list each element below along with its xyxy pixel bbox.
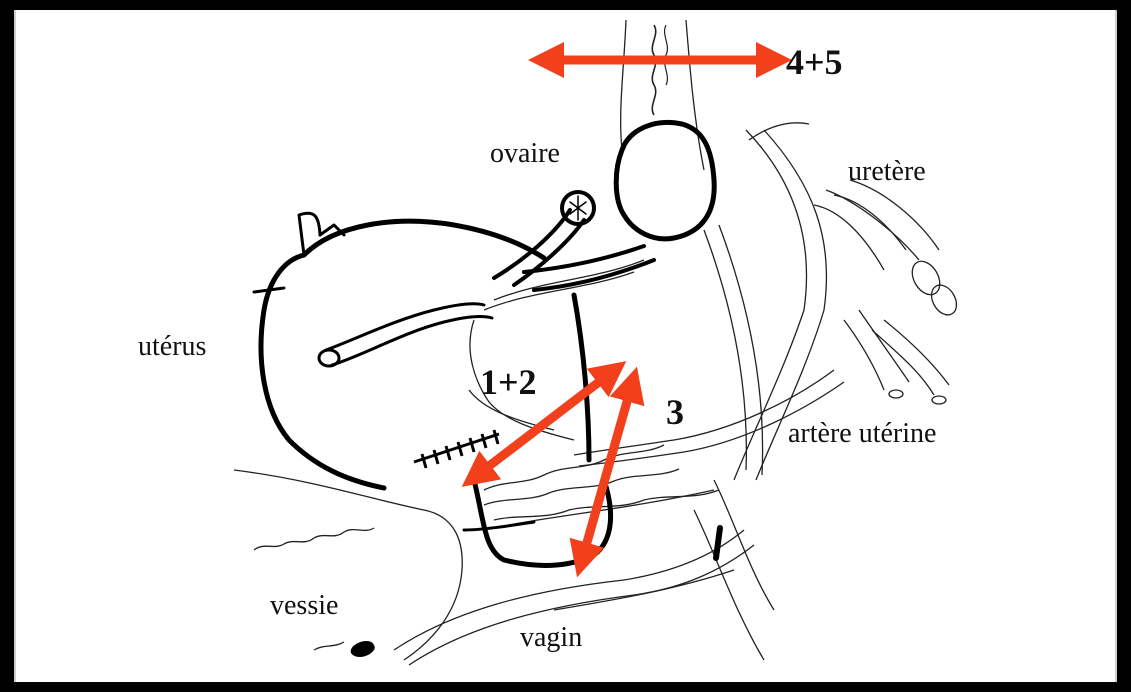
label-uterus: utérus bbox=[138, 331, 206, 362]
suture-marks bbox=[414, 430, 499, 468]
label-vessie: vessie bbox=[270, 590, 338, 621]
marker-4-5: 4+5 bbox=[786, 42, 843, 82]
label-artere-uterine: artère utérine bbox=[788, 418, 936, 449]
marker-3: 3 bbox=[666, 392, 684, 432]
label-ovaire: ovaire bbox=[490, 138, 560, 169]
anatomy-diagram: ovaire uretère utérus artère utérine ves… bbox=[14, 10, 1117, 682]
label-uretere: uretère bbox=[848, 156, 926, 187]
label-vagin: vagin bbox=[520, 622, 582, 653]
marker-1-2: 1+2 bbox=[480, 362, 537, 402]
diagram-frame: ovaire uretère utérus artère utérine ves… bbox=[14, 10, 1117, 682]
